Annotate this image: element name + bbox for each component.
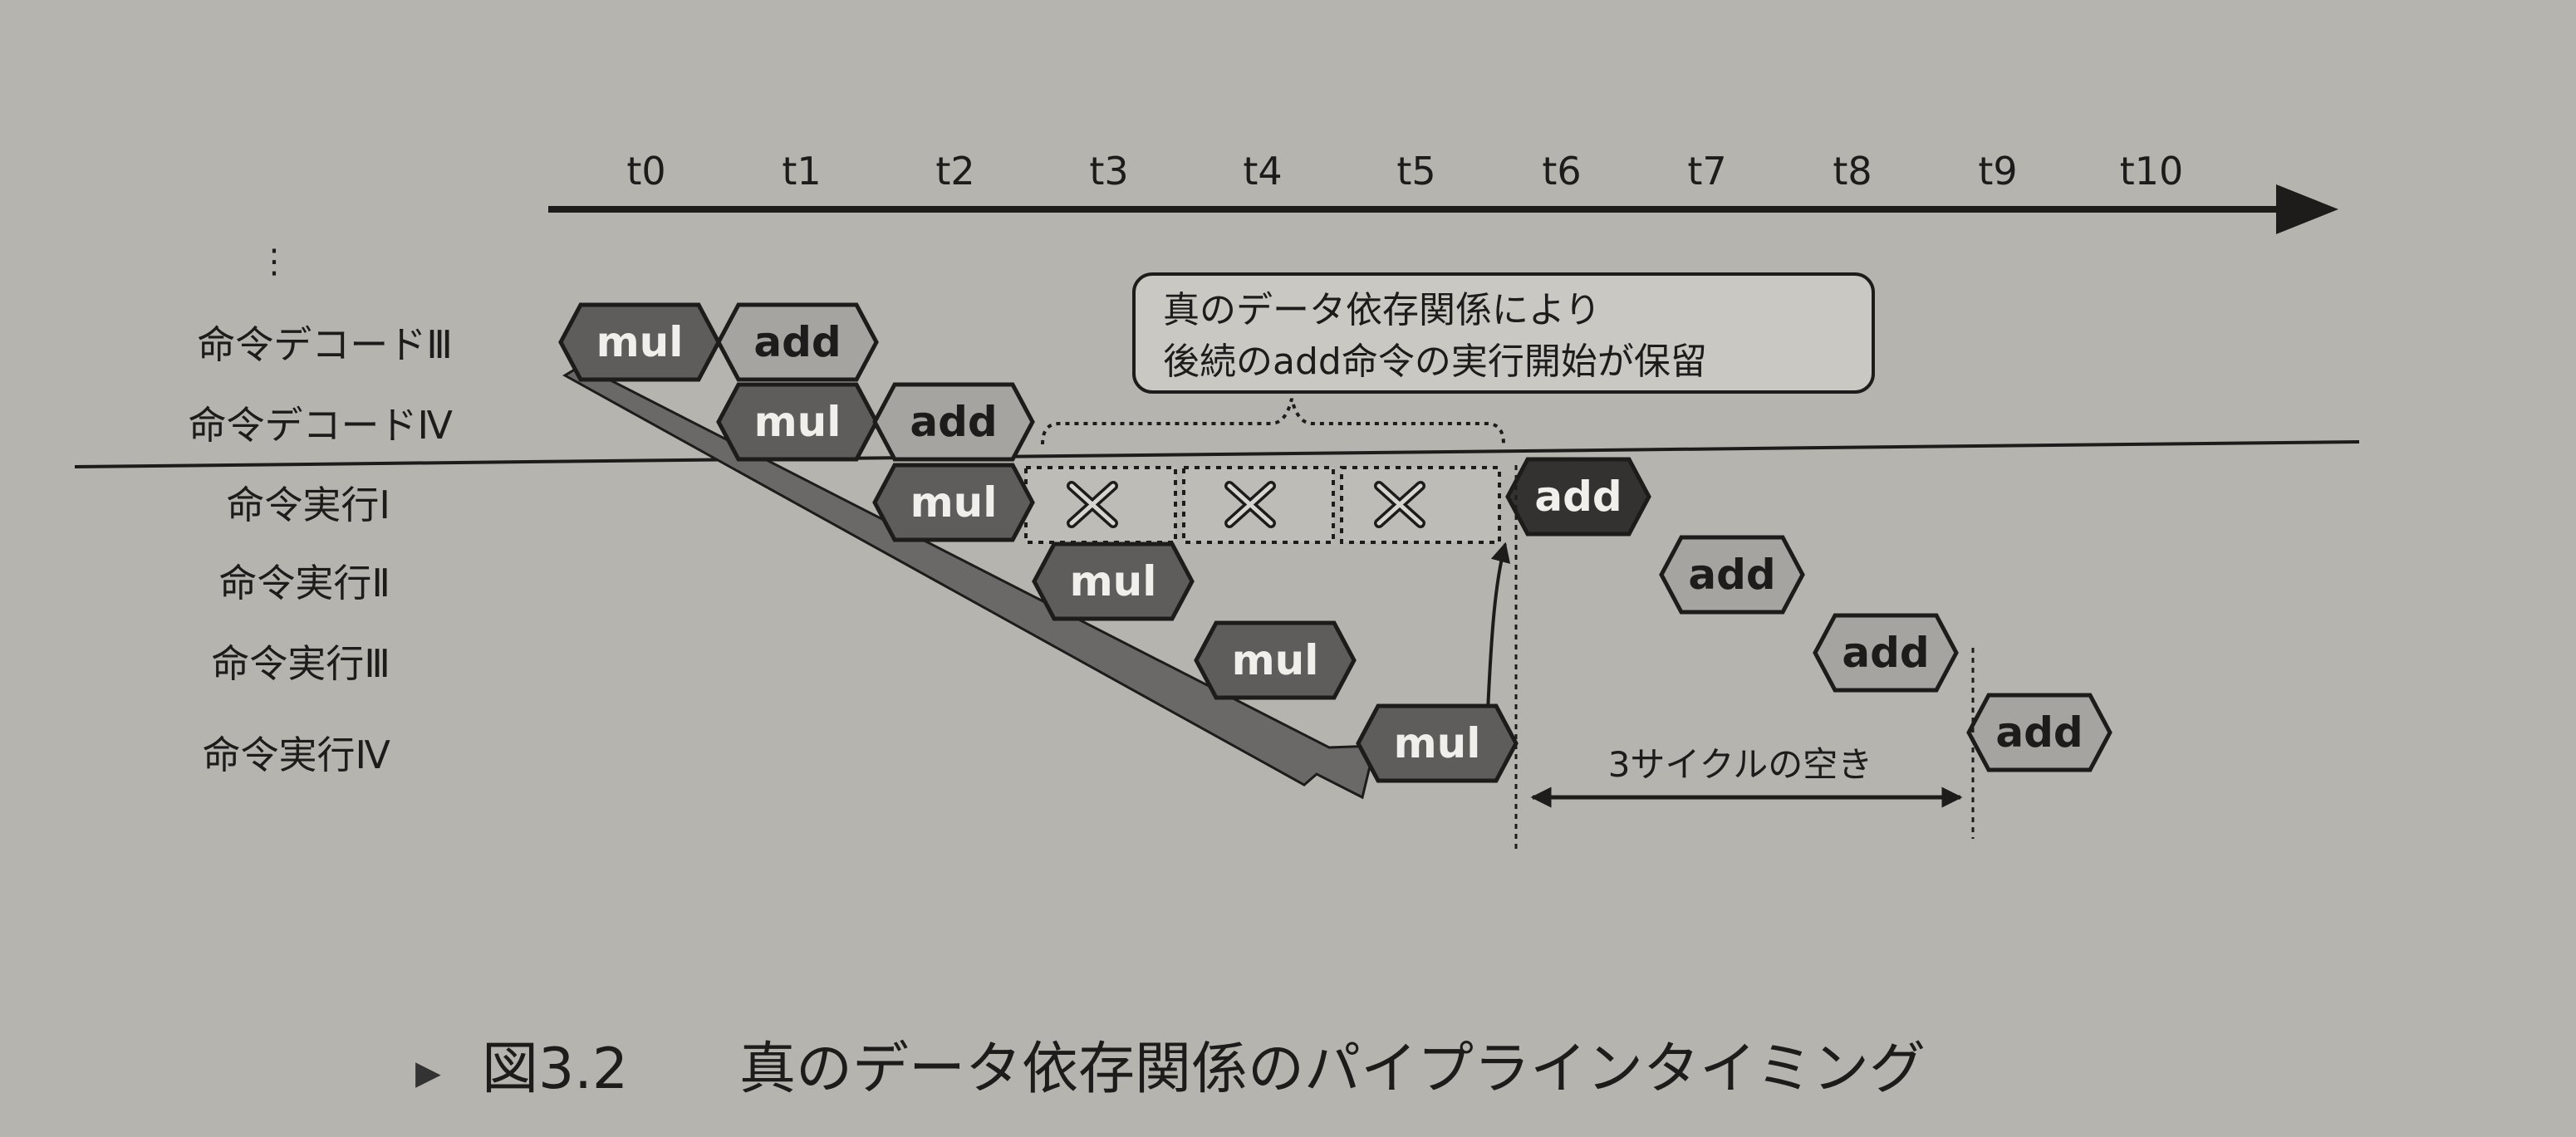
mul-instruction-block: mul bbox=[1032, 542, 1195, 621]
add-instruction-block: add bbox=[1966, 693, 2112, 772]
instruction-hexagon bbox=[1356, 703, 1519, 783]
time-tick-label: t7 bbox=[1687, 149, 1726, 194]
instruction-label: add bbox=[1688, 551, 1775, 599]
row-label-decode-3: 命令デコードⅢ bbox=[197, 322, 453, 367]
stall-slot bbox=[1024, 466, 1177, 544]
instruction-hexagon bbox=[716, 302, 879, 382]
row-label-exec-3: 命令実行Ⅲ bbox=[211, 641, 390, 686]
callout-box bbox=[1132, 272, 1875, 394]
time-tick-label: t6 bbox=[1542, 149, 1581, 194]
row-label-exec-2: 命令実行Ⅱ bbox=[218, 561, 390, 605]
time-tick-label: t3 bbox=[1089, 149, 1128, 194]
caption-number: 図3.2 bbox=[482, 1037, 628, 1102]
add-instruction-block: add bbox=[1505, 457, 1651, 537]
mul-instruction-block: mul bbox=[558, 302, 721, 382]
instruction-label: mul bbox=[1394, 719, 1481, 767]
caption-marker: ▶ bbox=[415, 1054, 441, 1092]
instruction-hexagon bbox=[1813, 613, 1959, 693]
stall-slots bbox=[1024, 466, 1501, 544]
instruction-hexagon bbox=[872, 463, 1035, 542]
add-instruction-block: add bbox=[872, 382, 1035, 462]
instruction-hexagon bbox=[558, 302, 721, 382]
mul-flow-arrow bbox=[562, 364, 1376, 800]
time-tick-label: t5 bbox=[1396, 149, 1435, 194]
instruction-hexagon bbox=[1966, 693, 2112, 772]
instruction-hexagon bbox=[1505, 457, 1651, 537]
instruction-label: add bbox=[1534, 473, 1622, 521]
mul-instruction-block: mul bbox=[716, 382, 879, 462]
stall-slot bbox=[1340, 466, 1501, 544]
stage-separator bbox=[74, 440, 2360, 468]
dependency-callout: 真のデータ依存関係により 後続のadd命令の実行開始が保留 bbox=[1041, 272, 1875, 445]
row-label-exec-4: 命令実行Ⅳ bbox=[203, 733, 391, 777]
stall-slot bbox=[1182, 466, 1335, 544]
stall-cross-icon-inner bbox=[1069, 483, 1423, 526]
instruction-label: add bbox=[910, 398, 997, 446]
time-tick-label: t2 bbox=[935, 149, 974, 194]
time-tick-label: t9 bbox=[1978, 149, 2017, 194]
add-instruction-block: add bbox=[1813, 613, 1959, 693]
gap-label: 3サイクルの空き bbox=[1608, 744, 1873, 785]
callout-brace bbox=[1041, 398, 1505, 445]
figure-caption: ▶ 図3.2 真のデータ依存関係のパイプラインタイミング bbox=[415, 1037, 1926, 1102]
time-tick-labels: t0 t1 t2 t3 t4 t5 t6 t7 t8 t9 t10 bbox=[626, 149, 2183, 194]
instruction-hexagon bbox=[872, 382, 1035, 462]
row-label-decode-4: 命令デコードⅣ bbox=[189, 403, 454, 448]
time-tick-label: t8 bbox=[1833, 149, 1872, 194]
time-tick-label: t1 bbox=[782, 149, 821, 194]
instruction-label: mul bbox=[910, 478, 998, 527]
instruction-blocks: mul add mul add mul add mul add mul add mul add bbox=[558, 302, 2112, 783]
instruction-hexagon bbox=[1659, 535, 1805, 615]
instruction-hexagon bbox=[716, 382, 879, 462]
gap-indicator: 3サイクルの空き bbox=[1514, 465, 1975, 851]
mul-instruction-block: mul bbox=[1194, 620, 1357, 700]
callout-line-2: 後続のadd命令の実行開始が保留 bbox=[1163, 341, 1707, 383]
row-labels: ⋮ 命令デコードⅢ 命令デコードⅣ 命令実行Ⅰ 命令実行Ⅱ 命令実行Ⅲ 命令実行… bbox=[189, 243, 454, 777]
caption-title: 真のデータ依存関係のパイプラインタイミング bbox=[739, 1037, 1926, 1102]
instruction-label: mul bbox=[596, 318, 684, 366]
instruction-label: mul bbox=[754, 398, 841, 446]
instruction-hexagon bbox=[1194, 620, 1357, 700]
instruction-label: mul bbox=[1232, 636, 1319, 684]
callout-line-1: 真のデータ依存関係により bbox=[1163, 289, 1601, 331]
instruction-label: add bbox=[1842, 629, 1929, 677]
time-tick-label: t0 bbox=[626, 149, 665, 194]
time-tick-label: t4 bbox=[1243, 149, 1282, 194]
row-label-ellipsis: ⋮ bbox=[258, 243, 291, 281]
mul-instruction-block: mul bbox=[1356, 703, 1519, 783]
instruction-label: mul bbox=[1070, 557, 1157, 605]
instruction-hexagon bbox=[1032, 542, 1195, 621]
time-axis-arrowhead bbox=[2276, 184, 2338, 234]
mul-instruction-block: mul bbox=[872, 463, 1035, 542]
time-axis: t0 t1 t2 t3 t4 t5 t6 t7 t8 t9 t10 bbox=[548, 149, 2338, 234]
time-tick-label: t10 bbox=[2120, 149, 2184, 194]
row-label-exec-1: 命令実行Ⅰ bbox=[226, 483, 390, 527]
instruction-label: add bbox=[753, 318, 841, 366]
instruction-label: add bbox=[1995, 708, 2083, 757]
dependency-arrow bbox=[1485, 542, 1511, 732]
add-instruction-block: add bbox=[716, 302, 879, 382]
add-instruction-block: add bbox=[1659, 535, 1805, 615]
